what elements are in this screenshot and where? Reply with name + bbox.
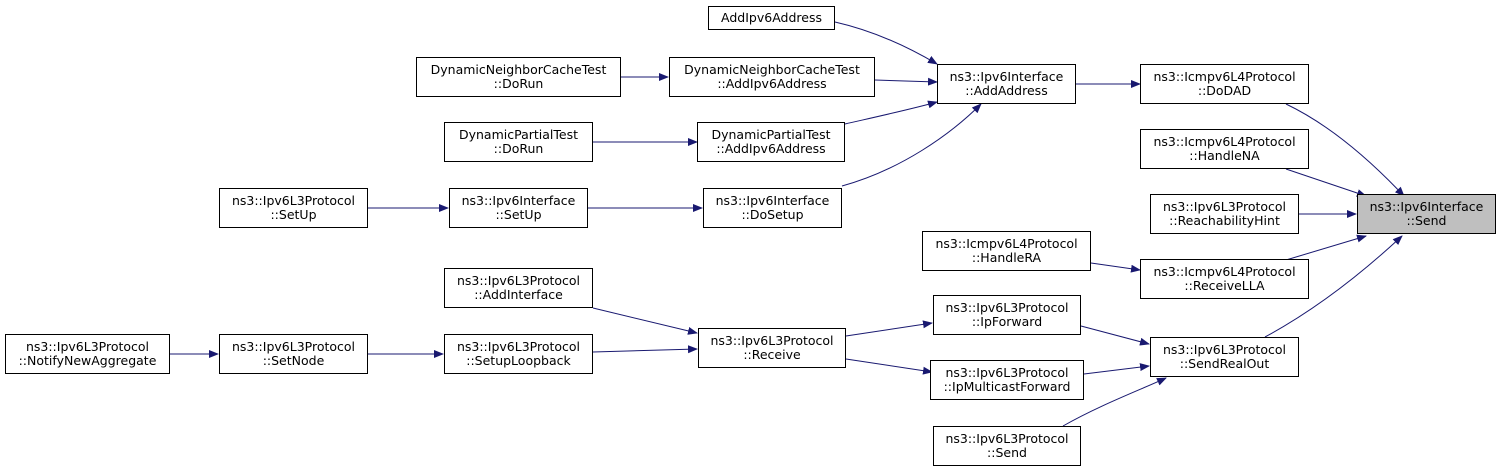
edge-setuploopback-to-receive bbox=[592, 345, 698, 354]
node-addipv6address[interactable]: AddIpv6Address bbox=[708, 6, 835, 30]
edge-addipv6address-to-addaddress bbox=[834, 21, 938, 65]
node-label-line2: ::AddInterface bbox=[474, 287, 563, 302]
node-label-line1: ns3::Icmpv6L4Protocol bbox=[935, 236, 1078, 251]
node-label-line1: ns3::Icmpv6L4Protocol bbox=[1153, 264, 1296, 279]
node-icmpv6l4protocol-handlena[interactable]: ns3::Icmpv6L4Protocol ::HandleNA bbox=[1140, 129, 1309, 169]
node-label-line1: ns3::Ipv6L3Protocol bbox=[231, 193, 356, 208]
node-ipv6interface-send: ns3::Ipv6Interface ::Send bbox=[1357, 194, 1496, 234]
edge-receive-to-ipforward bbox=[845, 320, 933, 337]
node-label-line1: DynamicNeighborCacheTest bbox=[430, 62, 607, 77]
node-label-line2: ::ReachabilityHint bbox=[1169, 213, 1280, 228]
node-label-line1: ns3::Ipv6L3Protocol bbox=[710, 333, 834, 348]
node-ipv6l3protocol-addinterface[interactable]: ns3::Ipv6L3Protocol ::AddInterface bbox=[444, 268, 593, 308]
node-dynamicpartialtest-addipv6address[interactable]: DynamicPartialTest ::AddIpv6Address bbox=[697, 122, 845, 162]
node-label-line1: ns3::Ipv6L3Protocol bbox=[456, 339, 581, 354]
node-label-line2: ::Receive bbox=[743, 347, 801, 362]
edge-dnc-addipv6-to-addaddress bbox=[874, 77, 938, 86]
node-label-line2: ::HandleRA bbox=[971, 250, 1042, 265]
node-label-line2: ::IpForward bbox=[971, 314, 1043, 329]
node-label-line1: ns3::Ipv6L3Protocol bbox=[1162, 199, 1287, 214]
edge-addinterface-to-receive bbox=[592, 307, 698, 335]
node-label-line1: ns3::Ipv6L3Protocol bbox=[456, 273, 581, 288]
node-label-line2: ::NotifyNewAggregate bbox=[18, 353, 157, 368]
node-ipv6l3protocol-setnode[interactable]: ns3::Ipv6L3Protocol ::SetNode bbox=[219, 334, 368, 374]
node-label-line1: DynamicPartialTest bbox=[458, 127, 579, 142]
node-label-line1: AddIpv6Address bbox=[721, 10, 822, 25]
edge-sendrealout-to-send bbox=[1264, 235, 1403, 338]
node-ipv6l3protocol-setup[interactable]: ns3::Ipv6L3Protocol ::SetUp bbox=[219, 188, 368, 228]
node-ipv6interface-setup[interactable]: ns3::Ipv6Interface ::SetUp bbox=[449, 188, 588, 228]
edge-dp-addipv6-to-addaddress bbox=[844, 100, 938, 125]
node-ipv6l3protocol-sendrealout[interactable]: ns3::Ipv6L3Protocol ::SendRealOut bbox=[1150, 337, 1299, 377]
node-ipv6l3protocol-send[interactable]: ns3::Ipv6L3Protocol ::Send bbox=[933, 426, 1081, 466]
node-label-line1: ns3::Ipv6L3Protocol bbox=[945, 365, 1069, 380]
node-label-line1: DynamicNeighborCacheTest bbox=[684, 62, 860, 77]
node-label-line1: ns3::Ipv6Interface bbox=[1369, 199, 1484, 214]
node-dynamicneighborcachetest-addipv6address[interactable]: DynamicNeighborCacheTest ::AddIpv6Addres… bbox=[669, 57, 875, 97]
edge-receive-to-ipmcastfwd bbox=[845, 358, 933, 375]
node-ipv6l3protocol-receive[interactable]: ns3::Ipv6L3Protocol ::Receive bbox=[698, 328, 846, 368]
node-ipv6l3protocol-setuploopback[interactable]: ns3::Ipv6L3Protocol ::SetupLoopback bbox=[444, 334, 593, 374]
node-label-line1: ns3::Ipv6L3Protocol bbox=[1162, 342, 1287, 357]
node-label-line2: ::AddIpv6Address bbox=[717, 76, 827, 91]
node-dynamicpartialtest-dorun[interactable]: DynamicPartialTest ::DoRun bbox=[444, 122, 593, 162]
node-ipv6l3protocol-notifynewaggregate[interactable]: ns3::Ipv6L3Protocol ::NotifyNewAggregate bbox=[5, 334, 170, 374]
node-ipv6l3protocol-ipmulticastforward[interactable]: ns3::Ipv6L3Protocol ::IpMulticastForward bbox=[930, 360, 1084, 400]
edge-ipmcastfwd-to-sendrealout bbox=[1083, 363, 1150, 375]
edge-dosetup-to-addaddress bbox=[841, 103, 982, 187]
node-label-line1: ns3::Icmpv6L4Protocol bbox=[1153, 134, 1296, 149]
node-label-line2: ::SetupLoopback bbox=[466, 353, 571, 368]
edge-ipforward-to-sendrealout bbox=[1080, 325, 1150, 346]
edge-handlena-to-send bbox=[1285, 168, 1367, 197]
node-label-line2: ::SendRealOut bbox=[1179, 356, 1270, 371]
node-label-line2: ::SetUp bbox=[495, 207, 542, 222]
edge-l3-send-to-sendrealout bbox=[1062, 377, 1167, 427]
node-label-line2: ::ReceiveLLA bbox=[1184, 278, 1265, 293]
node-label-line2: ::Send bbox=[987, 445, 1027, 460]
node-label-line2: ::DoRun bbox=[493, 141, 544, 156]
node-label-line2: ::HandleNA bbox=[1189, 148, 1260, 163]
node-label-line2: ::DoDAD bbox=[1197, 83, 1252, 98]
node-label-line1: ns3::Ipv6Interface bbox=[949, 69, 1064, 84]
node-ipv6interface-addaddress[interactable]: ns3::Ipv6Interface ::AddAddress bbox=[937, 64, 1076, 104]
node-label-line2: ::SetUp bbox=[270, 207, 317, 222]
edge-dodad-to-send bbox=[1285, 103, 1405, 197]
node-icmpv6l4protocol-receivella[interactable]: ns3::Icmpv6L4Protocol ::ReceiveLLA bbox=[1140, 259, 1309, 299]
node-icmpv6l4protocol-handlera[interactable]: ns3::Icmpv6L4Protocol ::HandleRA bbox=[922, 231, 1091, 271]
node-label-line1: ns3::Ipv6Interface bbox=[461, 193, 576, 208]
node-ipv6l3protocol-reachabilityhint[interactable]: ns3::Ipv6L3Protocol ::ReachabilityHint bbox=[1150, 194, 1299, 234]
node-icmpv6l4protocol-dodad[interactable]: ns3::Icmpv6L4Protocol ::DoDAD bbox=[1140, 64, 1309, 104]
node-label-line1: DynamicPartialTest bbox=[711, 127, 831, 142]
node-label-line2: ::AddAddress bbox=[965, 83, 1048, 98]
node-ipv6l3protocol-ipforward[interactable]: ns3::Ipv6L3Protocol ::IpForward bbox=[933, 295, 1081, 335]
node-label-line2: ::AddIpv6Address bbox=[716, 141, 826, 156]
edge-handlera-to-receivella bbox=[1090, 262, 1141, 273]
node-label-line1: ns3::Ipv6L3Protocol bbox=[25, 339, 150, 354]
edge-receivella-to-send bbox=[1285, 234, 1367, 261]
node-label-line2: ::Send bbox=[1406, 213, 1447, 228]
node-label-line1: ns3::Ipv6L3Protocol bbox=[231, 339, 356, 354]
node-ipv6interface-dosetup[interactable]: ns3::Ipv6Interface ::DoSetup bbox=[703, 188, 842, 228]
node-label-line1: ns3::Ipv6L3Protocol bbox=[945, 431, 1069, 446]
node-label-line1: ns3::Ipv6L3Protocol bbox=[945, 300, 1069, 315]
node-label-line2: ::IpMulticastForward bbox=[943, 379, 1071, 394]
node-label-line2: ::DoRun bbox=[493, 76, 544, 91]
node-label-line2: ::SetNode bbox=[262, 353, 325, 368]
node-dynamicneighborcachetest-dorun[interactable]: DynamicNeighborCacheTest ::DoRun bbox=[416, 57, 621, 97]
node-label-line2: ::DoSetup bbox=[741, 207, 804, 222]
node-label-line1: ns3::Icmpv6L4Protocol bbox=[1153, 69, 1296, 84]
node-label-line1: ns3::Ipv6Interface bbox=[715, 193, 830, 208]
